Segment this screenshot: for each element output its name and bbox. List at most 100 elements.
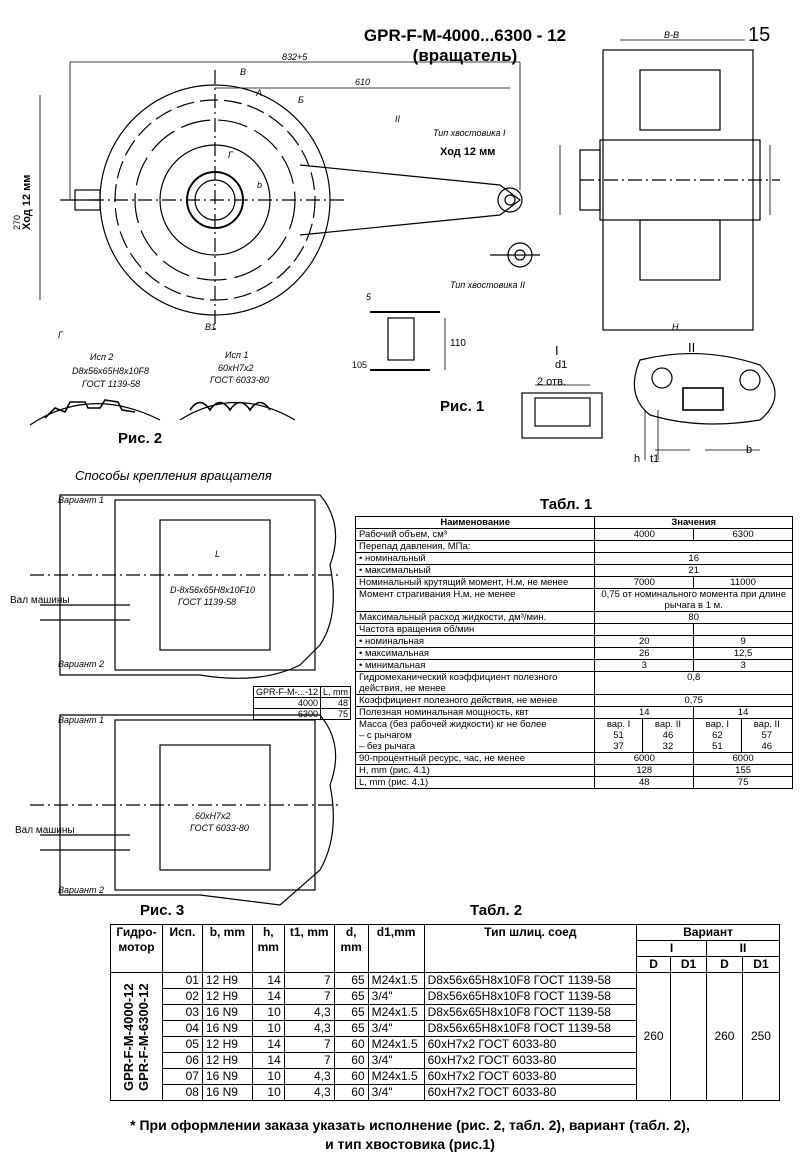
t1-mass-val: 46 xyxy=(761,741,773,752)
t1-name: Коэффициент полезного действия, не менее xyxy=(354,694,596,707)
fig3-caption: Рис. 3 xyxy=(140,902,185,919)
page-title: GPR-F-M-4000...6300 - 12 (вращатель) xyxy=(330,26,600,66)
t1-val: 9 xyxy=(693,635,793,648)
table-row: Перепад давления, МПа: xyxy=(354,540,793,553)
t1-val: 12,5 xyxy=(693,647,793,660)
stroke-label: Ход 12 мм xyxy=(440,146,495,158)
t1-name: Момент страгивания Н.м, не менее xyxy=(354,588,596,612)
t1-name: Частота вращения об/мин xyxy=(354,623,596,636)
fig2-isp1: Исп 1 xyxy=(225,350,248,360)
small-head-l: L, mm xyxy=(319,686,352,698)
detail-d1: d1 xyxy=(555,359,567,371)
small-cell: 48 xyxy=(319,697,352,709)
t2-cell: D8x56x65H8x10F8 ГОСТ 1139-58 xyxy=(423,1004,638,1021)
t2-cell: 10 xyxy=(251,1068,285,1085)
model-subtitle: (вращатель) xyxy=(412,46,518,65)
t2-cell: 4,3 xyxy=(283,1084,335,1101)
t1-val: 3 xyxy=(594,659,695,672)
t1-val: 0,75 от номинального момента при длине р… xyxy=(594,588,793,612)
t1-head-values: Значения xyxy=(594,516,793,529)
dim-b: b xyxy=(746,444,752,456)
t1-val: 7000 xyxy=(594,576,695,589)
t2-head-h: h, mm xyxy=(251,924,285,973)
table1: Наименование Значения Рабочий объем, см³… xyxy=(354,516,793,789)
t2-cell: 16 N9 xyxy=(201,1020,253,1037)
t1-mass-val: 57 xyxy=(761,730,773,741)
t2-cell: 4,3 xyxy=(283,1068,335,1085)
t2-head-variant: Вариант xyxy=(636,924,780,941)
dim-610: 610 xyxy=(355,77,370,87)
table-row: 08 16 N9 10 4,3 60 3/4" 60xH7x2 ГОСТ 603… xyxy=(111,1084,780,1101)
table-row: • максимальный 21 xyxy=(354,564,793,577)
footnote-line1: * При оформлении заказа указать исполнен… xyxy=(130,1117,690,1133)
t1-name: Рабочий объем, см³ xyxy=(354,528,596,541)
t1-mass-val: 46 xyxy=(662,730,674,741)
t2-head-isp: Исп. xyxy=(161,924,203,973)
t2-cell: 01 xyxy=(161,972,203,989)
table-row: Гидромеханический коэффициент полезного … xyxy=(354,671,793,695)
t2-head-d1: d1,mm xyxy=(367,924,425,973)
footnote: * При оформлении заказа указать исполнен… xyxy=(40,1116,780,1154)
fig3-spline1b: ГОСТ 1139-58 xyxy=(178,597,236,607)
t2-cell: 60xH7x2 ГОСТ 6033-80 xyxy=(423,1052,638,1069)
fig3-var1-bottom: Вариант 1 xyxy=(58,715,104,725)
t2-cell: 60 xyxy=(333,1052,369,1069)
t1-val: 0,75 xyxy=(594,694,793,707)
t1-name: Перепад давления, МПа: xyxy=(354,540,596,553)
small-head-model: GPR-F-M-...-12 xyxy=(253,686,321,698)
t2-cell: 3/4" xyxy=(367,1020,425,1037)
label-G: Г xyxy=(228,150,234,160)
t1-val: 6000 xyxy=(693,752,793,765)
t2-head-D1: D1 xyxy=(670,956,707,973)
t2-cell: M24x1.5 xyxy=(367,1036,425,1053)
t1-mass-var: вар. II xyxy=(654,719,681,730)
t2-cell: 16 N9 xyxy=(201,1068,253,1085)
fig3-spline2b: ГОСТ 6033-80 xyxy=(190,823,249,833)
t2-cell: 14 xyxy=(251,1052,285,1069)
table2: Гидро-мотор Исп. b, mm h, mm t1, mm d, m… xyxy=(110,924,781,1101)
t2-cell: 7 xyxy=(283,988,335,1005)
model-title: GPR-F-M-4000...6300 - 12 xyxy=(363,26,567,45)
t1-name: • номинальная xyxy=(354,635,596,648)
table-row-mass: Масса (без рабочей жидкости) кг не более… xyxy=(354,718,793,753)
label-B: B xyxy=(240,67,246,77)
dim-270: 270 xyxy=(12,215,22,230)
t2-cell: 08 xyxy=(161,1084,203,1101)
t2-cell: M24x1.5 xyxy=(367,1068,425,1085)
shank-type-2: Тип хвостовика II xyxy=(450,280,526,290)
fig3-var1-top: Вариант 1 xyxy=(58,495,104,505)
t2-var2-D: 260 xyxy=(706,972,743,1101)
t1-val: 48 xyxy=(594,776,695,789)
dim-105: 105 xyxy=(352,360,367,370)
table2-caption: Табл. 2 xyxy=(470,902,523,919)
t1-val: 14 xyxy=(693,706,793,719)
t2-cell: 10 xyxy=(251,1084,285,1101)
t2-motor-label: GPR-F-M-4000-12 GPR-F-M-6300-12 xyxy=(121,982,152,1091)
table-row: 02 12 H9 14 7 65 3/4" D8x56x65H8x10F8 ГО… xyxy=(111,988,780,1005)
t2-cell: 14 xyxy=(251,972,285,989)
t2-cell: 65 xyxy=(333,1004,369,1021)
t1-name: Гидромеханический коэффициент полезного … xyxy=(354,671,596,695)
t1-val: 16 xyxy=(594,552,793,565)
fig3-heading: Способы крепления вращателя xyxy=(75,468,272,483)
dim-110: 110 xyxy=(450,338,466,349)
table-row: Частота вращения об/мин xyxy=(354,623,793,636)
t1-mass-val: 37 xyxy=(613,741,624,752)
table-row: GPR-F-M-4000-12 GPR-F-M-6300-12 01 12 H9… xyxy=(110,972,781,1101)
small-cell: 75 xyxy=(319,708,352,720)
t1-name: Номинальный крутящий момент, Н.м, не мен… xyxy=(354,576,596,589)
fig3-dim-L: L xyxy=(215,549,220,559)
fig3-drawing: Вариант 1 Вариант 2 Вариант 1 Вариант 2 … xyxy=(10,494,340,906)
dim-832: 832+5 xyxy=(282,52,308,62)
t2-cell: 12 H9 xyxy=(201,1036,253,1053)
t1-name: • максимальная xyxy=(354,647,596,660)
t2-cell: 06 xyxy=(161,1052,203,1069)
fig3-shaft-top: Вал машины xyxy=(10,595,70,606)
table-row: Номинальный крутящий момент, Н.м, не мен… xyxy=(354,576,793,589)
fig1-caption: Рис. 1 xyxy=(440,398,485,415)
label-5: 5 xyxy=(366,292,372,302)
t2-cell: 60xH7x2 ГОСТ 6033-80 xyxy=(423,1068,638,1085)
t2-cell: M24x1.5 xyxy=(367,1004,425,1021)
t1-val: 80 xyxy=(594,611,793,624)
t1-val: 4000 xyxy=(594,528,695,541)
